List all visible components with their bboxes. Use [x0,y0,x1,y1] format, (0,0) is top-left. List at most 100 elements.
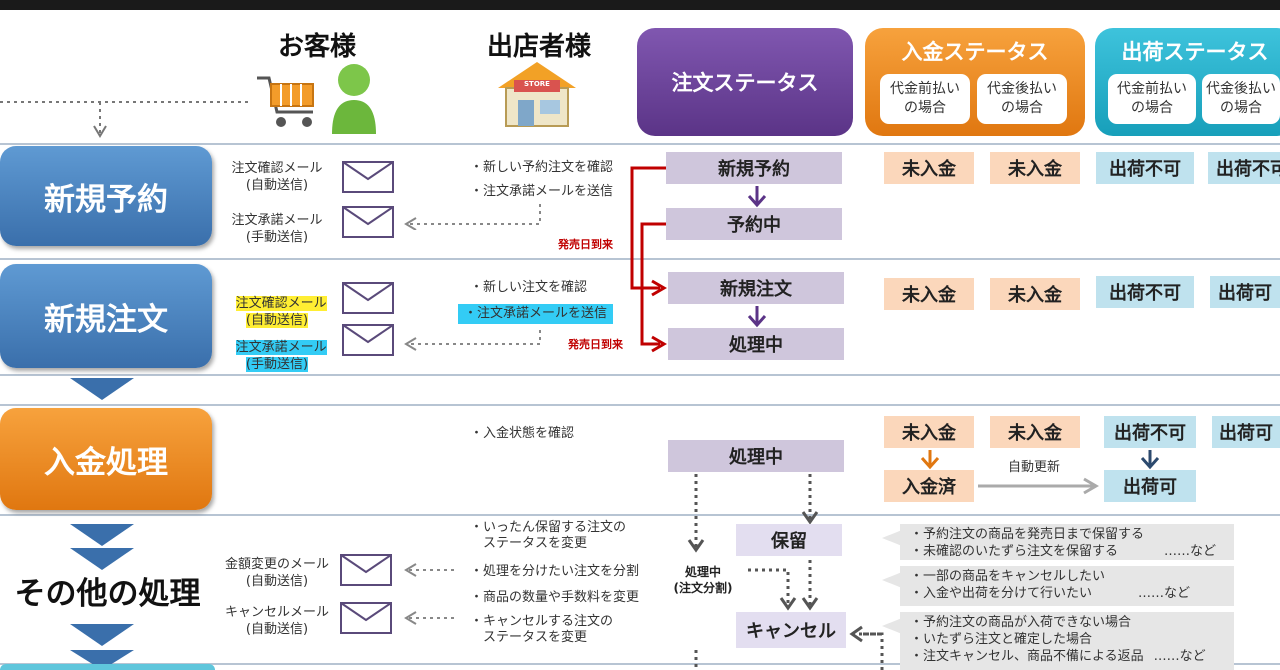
phase-other-processing: その他の処理 [14,576,201,612]
phase-new-order: 新規注文 [0,264,212,368]
cancel-return-arrow [849,625,884,670]
reservation-step-1: ・新しい予約注文を確認 [470,160,614,175]
order-shipping-prepay: 出荷不可 [1096,276,1194,308]
other-step-3: ・商品の数量や手数料を変更 [470,590,640,605]
mail-envelope-icon [340,602,392,634]
status-down-arrow-icon [747,186,767,208]
other-dotted-flows [687,474,880,670]
reservation-shipping-prepay: 出荷不可 [1096,152,1194,184]
split-note-etc: ……など [1138,586,1191,601]
payment-paid-status: 入金済 [884,470,974,502]
order-accept-mail-label: 注文承諾メール (手動送信) [222,322,332,373]
row-divider [0,258,1280,260]
shipping-down-arrow-icon [1140,450,1160,470]
shopping-cart-icon [257,76,314,127]
row-divider [0,374,1280,376]
amount-change-mail-label: 金額変更のメール (自動送信) [224,557,329,589]
reservation-payment-postpay: 未入金 [990,152,1080,184]
order-status-header: 注文ステータス [637,28,853,136]
shipping-prepay-subheader: 代金前払い の場合 [1108,74,1196,124]
cancel-mail-label: キャンセルメール (自動送信) [224,605,329,637]
mail-envelope-icon [342,161,394,193]
payment-down-arrow-icon [920,450,940,470]
payment-payment-postpay: 未入金 [990,416,1080,448]
other-step-1: ・いったん保留する注文の ステータスを変更 [470,520,627,551]
split-note: ・一部の商品をキャンセルしたい ・入金や出荷を分けて行いたい ……など [900,566,1234,606]
order-step-2: ・注文承諾メールを送信 [458,304,614,324]
hold-note-line: ・予約注文の商品を発売日まで保留する [910,527,1145,542]
cancel-note-line: ・注文キャンセル、商品不備による返品 ……など [910,648,1224,665]
hold-note-etc: ……など [1164,544,1217,559]
release-date-label: 発売日到来 [558,238,613,251]
other-step-2: ・処理を分けたい注文を分割 [470,564,640,579]
shipping-status-header-label: 出荷ステータス [1121,40,1269,64]
order-payment-postpay: 未入金 [990,278,1080,310]
order-payment-prepay: 未入金 [884,278,974,310]
customer-person-icon [332,64,376,134]
status-new-reservation: 新規予約 [666,152,842,184]
payment-shippable-status: 出荷可 [1104,470,1196,502]
reservation-step-2: ・注文承諾メールを送信 [470,184,614,199]
phase-double-down-arrow-icon [70,624,134,670]
order-confirm-mail-label: 注文確認メール (自動送信) [222,278,332,329]
row-divider [0,514,1280,516]
order-shipping-postpay: 出荷可 [1210,276,1280,308]
status-down-arrow-icon [747,306,767,328]
payment-payment-prepay: 未入金 [884,416,974,448]
status-processing-split: 処理中 (注文分割) [673,565,733,595]
cancel-note-etc: ……など [1153,649,1206,664]
phase-new-reservation-label: 新規予約 [44,181,168,218]
release-date-label: 発売日到来 [568,338,623,351]
other-step-4: ・キャンセルする注文の ステータスを変更 [470,614,614,645]
note-pointer [882,572,902,588]
next-phase-box-edge [0,664,215,670]
cancel-note-line: ・いたずら注文と確定した場合 [910,632,1093,647]
phase-double-down-arrow-icon [70,524,134,570]
split-note-line-text: ・入金や出荷を分けて行いたい [910,586,1093,601]
customer-header: お客様 [277,32,356,62]
hold-note: ・予約注文の商品を発売日まで保留する ・未確認のいたずら注文を保留する……など [900,524,1234,560]
row-divider [0,404,1280,406]
mail-dotted-arrow [404,611,454,625]
reservation-mail-dotted-arrow [404,204,541,230]
cancel-note: ・予約注文の商品が入荷できない場合 ・いたずら注文と確定した場合 ・注文キャンセ… [900,612,1234,670]
order-status-header-label: 注文ステータス [671,71,819,95]
status-new-order: 新規注文 [668,272,844,304]
reservation-accept-mail-label: 注文承諾メール (手動送信) [231,213,323,245]
release-date-red-arrows [630,166,667,353]
status-processing: 処理中 [668,328,844,360]
row-divider [0,663,1280,665]
cancel-note-line-text: ・注文キャンセル、商品不備による返品 [910,649,1144,664]
order-accept-mail-text: 注文承諾メール (手動送信) [235,340,327,372]
payment-step-1: ・入金状態を確認 [470,426,575,441]
payment-shipping-prepay: 出荷不可 [1104,416,1196,448]
reservation-confirm-mail-label: 注文確認メール (自動送信) [231,161,323,193]
store-header: 出店者様 [486,32,591,62]
phase-down-arrow-icon [70,378,134,400]
auto-update-label: 自動更新 [1008,460,1061,475]
hold-note-line: ・未確認のいたずら注文を保留する……など [910,543,1224,560]
mail-dotted-arrow [404,563,454,577]
payment-prepay-subheader: 代金前払い の場合 [880,74,970,124]
status-reserved: 予約中 [666,208,842,240]
mail-envelope-icon [342,282,394,314]
split-note-line: ・入金や出荷を分けて行いたい ……など [910,585,1224,602]
mail-envelope-icon [342,324,394,356]
auto-update-arrow [978,477,1099,495]
payment-shipping-postpay: 出荷可 [1212,416,1280,448]
order-step-1: ・新しい注文を確認 [470,280,588,295]
split-note-line: ・一部の商品をキャンセルしたい [910,569,1106,584]
phase-payment-processing: 入金処理 [0,408,212,510]
phase-payment-processing-label: 入金処理 [44,444,168,481]
cancel-note-line: ・予約注文の商品が入荷できない場合 [910,615,1132,630]
status-processing-payment: 処理中 [668,440,844,472]
mail-envelope-icon [340,554,392,586]
status-cancel: キャンセル [736,612,846,648]
note-pointer [882,530,902,546]
lead-dotted-arrow [0,101,250,138]
store-icon [498,62,576,127]
note-pointer [882,618,902,634]
phase-new-order-label: 新規注文 [44,301,168,338]
payment-postpay-subheader: 代金後払い の場合 [977,74,1067,124]
mail-envelope-icon [342,206,394,238]
